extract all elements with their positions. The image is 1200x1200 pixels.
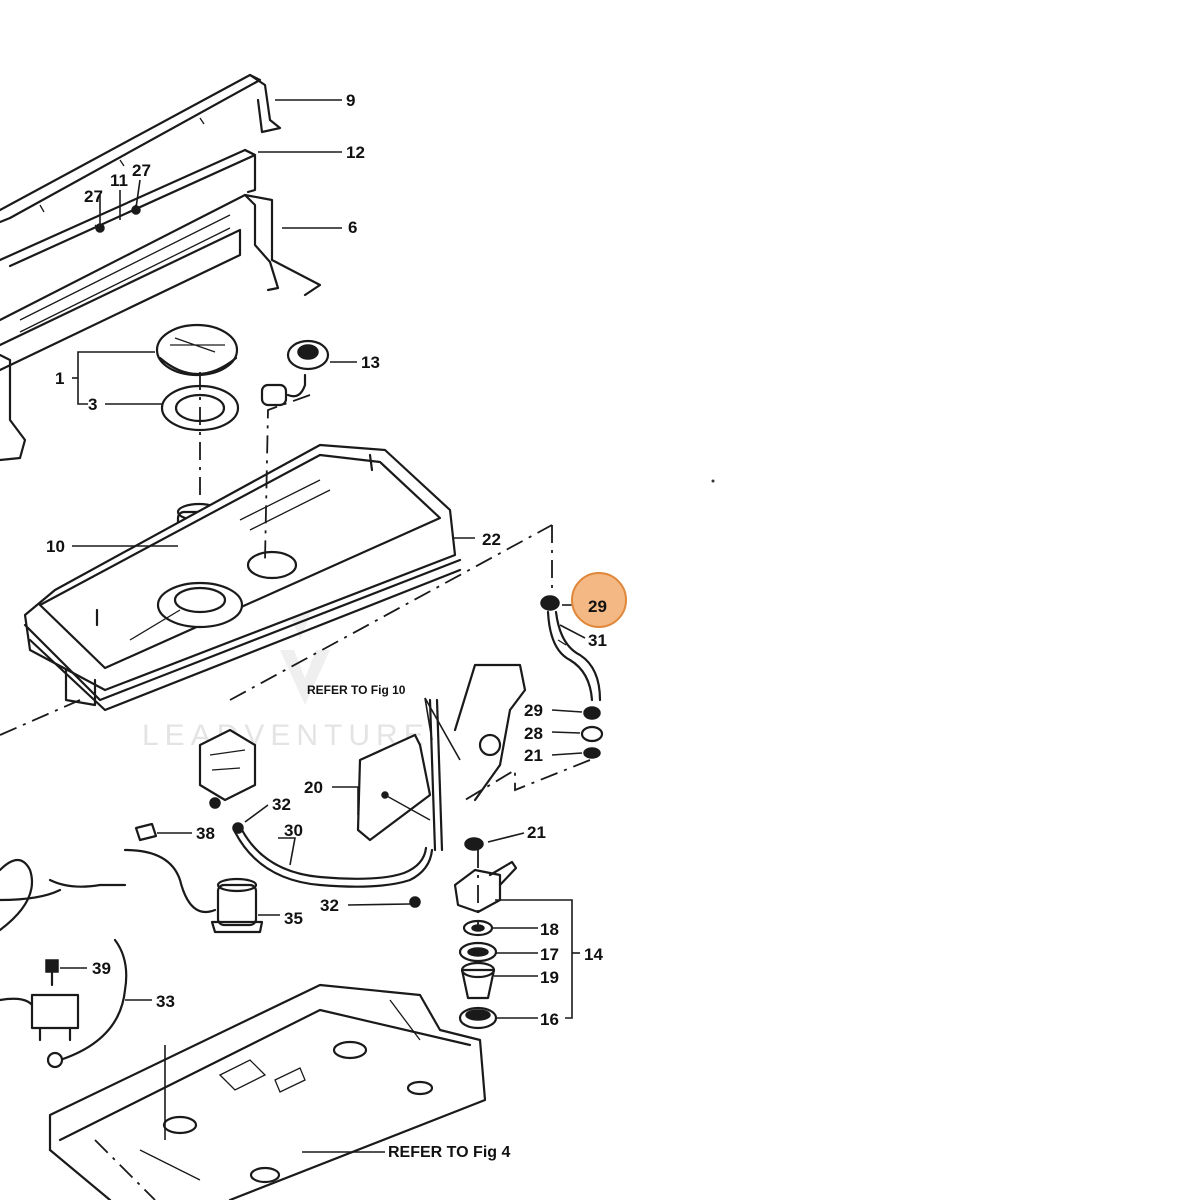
callout-13[interactable]: 13 <box>361 353 380 372</box>
callout-3[interactable]: 3 <box>88 395 97 414</box>
part-1-filler-cap[interactable] <box>155 323 239 377</box>
callout-27-right[interactable]: 27 <box>132 161 151 180</box>
refer-fig-10[interactable]: REFER TO Fig 10 <box>307 683 406 697</box>
part-9-rail[interactable] <box>0 73 282 224</box>
callout-17[interactable]: 17 <box>540 945 559 964</box>
stray-dot <box>711 479 715 483</box>
part-19-bowl[interactable] <box>460 961 496 1000</box>
callout-20[interactable]: 20 <box>304 778 323 797</box>
part-13-fuel-gauge[interactable] <box>260 339 330 407</box>
callout-29-highlight[interactable]: 29 <box>588 597 607 616</box>
part-22-fuel-tank[interactable] <box>23 443 462 712</box>
part-38-bolt[interactable] <box>134 822 158 842</box>
callout-10[interactable]: 10 <box>46 537 65 556</box>
part-12-bar[interactable] <box>0 148 257 268</box>
callout-14[interactable]: 14 <box>584 945 603 964</box>
callout-12[interactable]: 12 <box>346 143 365 162</box>
callout-35[interactable]: 35 <box>284 909 303 928</box>
callout-18[interactable]: 18 <box>540 920 559 939</box>
base-tray[interactable] <box>48 983 487 1200</box>
part-31-fuel-hose[interactable] <box>546 610 602 702</box>
part-6-frame[interactable] <box>0 193 322 462</box>
part-35-solenoid[interactable] <box>210 877 264 934</box>
callout-30[interactable]: 30 <box>284 821 303 840</box>
part-14-fuel-cock[interactable] <box>453 837 518 914</box>
callout-39[interactable]: 39 <box>92 959 111 978</box>
callout-21-lower[interactable]: 21 <box>527 823 546 842</box>
callout-29[interactable]: 29 <box>524 701 543 720</box>
callout-labels: 9 12 6 27 11 27 13 1 3 10 22 29 31 29 28… <box>46 91 607 1161</box>
callout-1[interactable]: 1 <box>55 369 64 388</box>
highlight-marker[interactable] <box>571 572 627 628</box>
callout-38[interactable]: 38 <box>196 824 215 843</box>
callout-22[interactable]: 22 <box>482 530 501 549</box>
callout-6[interactable]: 6 <box>348 218 357 237</box>
callout-27-left[interactable]: 27 <box>84 187 103 206</box>
callout-32-lower[interactable]: 32 <box>320 896 339 915</box>
part-32-clamps[interactable] <box>232 822 421 908</box>
callout-19[interactable]: 19 <box>540 968 559 987</box>
callout-31[interactable]: 31 <box>588 631 607 650</box>
part-17-ring[interactable] <box>458 941 498 963</box>
bracket-assembly[interactable] <box>428 663 527 852</box>
relay-bracket[interactable] <box>30 993 80 1069</box>
part-39-bolt[interactable] <box>45 959 59 987</box>
carburetor[interactable] <box>198 728 257 809</box>
callout-16[interactable]: 16 <box>540 1010 559 1029</box>
wiring-harness[interactable] <box>0 848 217 1062</box>
callout-28[interactable]: 28 <box>524 724 543 743</box>
watermark-text: LEADVENTURE <box>142 719 430 752</box>
assembly-lines <box>0 372 591 1200</box>
callout-9[interactable]: 9 <box>346 91 355 110</box>
part-29-cap-top[interactable] <box>540 595 560 611</box>
part-20-plate[interactable] <box>356 733 432 842</box>
refer-fig-4[interactable]: REFER TO Fig 4 <box>388 1144 510 1161</box>
callout-33[interactable]: 33 <box>156 992 175 1011</box>
callout-21-upper[interactable]: 21 <box>524 746 543 765</box>
part-16-nut[interactable] <box>458 1006 498 1030</box>
callout-11[interactable]: 11 <box>110 171 128 190</box>
part-30-fuel-line[interactable] <box>233 828 434 888</box>
callout-32-upper[interactable]: 32 <box>272 795 291 814</box>
part-29-28-21-stack[interactable] <box>580 706 604 759</box>
